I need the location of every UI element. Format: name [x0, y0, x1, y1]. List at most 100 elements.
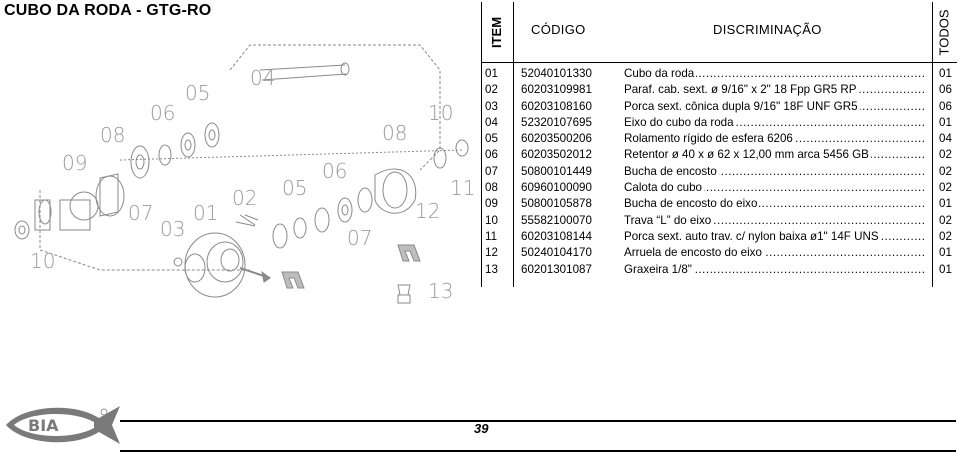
item-number: 11 — [485, 229, 498, 243]
item-number: 03 — [485, 99, 498, 113]
bia-logo: BIA — [6, 406, 120, 444]
diagram-label: 13 — [428, 279, 453, 303]
part-description: ........................................… — [624, 262, 928, 278]
part-code: 50240104170 — [521, 246, 592, 260]
part-quantity: 06 — [939, 83, 952, 97]
dot-leader: ........................................… — [624, 67, 926, 80]
part-code: 50800105878 — [521, 197, 592, 211]
part-quantity: 06 — [939, 99, 952, 113]
diagram-label: 07 — [347, 226, 372, 250]
header-divider — [481, 62, 957, 63]
part-quantity: 01 — [939, 262, 952, 276]
diagram-label: 08 — [100, 123, 125, 147]
part-quantity: 02 — [939, 148, 952, 162]
part-code: 60203502012 — [521, 148, 592, 162]
part-quantity: 02 — [939, 229, 952, 243]
diagram-label: 12 — [415, 199, 440, 223]
footer-rule-top — [120, 420, 956, 422]
part-description: ........................................… — [624, 82, 928, 98]
column-divider — [513, 2, 514, 287]
part-description: ........................................… — [624, 66, 928, 82]
part-quantity: 01 — [939, 67, 952, 80]
page-number: 39 — [474, 421, 489, 436]
part-description: ........................................… — [624, 131, 928, 147]
part-quantity: 02 — [939, 164, 952, 178]
diagram-label: 10 — [428, 101, 453, 125]
part-description: ........................................… — [624, 115, 928, 131]
table-row: 01 52040101330...........................… — [481, 66, 957, 82]
dot-leader: ........................................… — [624, 262, 926, 276]
parts-table: ITEM CÓDIGO DISCRIMINAÇÃO TODOS 01 520401… — [481, 2, 957, 287]
header-description: DISCRIMINAÇÃO — [713, 22, 822, 37]
part-description: ........................................… — [624, 180, 928, 196]
table-body: 01 52040101330...........................… — [481, 66, 957, 278]
diagram-label: 11 — [450, 176, 475, 200]
diagram-label: 05 — [185, 81, 210, 105]
part-description: ........................................… — [624, 164, 928, 180]
part-description: ........................................… — [624, 229, 928, 245]
diagram-label: 06 — [150, 101, 175, 125]
part-description: ........................................… — [624, 99, 928, 115]
part-quantity: 02 — [939, 181, 952, 195]
table-row: 06 60203502012...........................… — [481, 147, 957, 163]
item-number: 06 — [485, 148, 498, 162]
diagram-label: 08 — [382, 121, 407, 145]
header-code: CÓDIGO — [531, 22, 586, 37]
item-number: 01 — [485, 67, 498, 80]
item-number: 08 — [485, 181, 498, 195]
footer-rule-bottom — [120, 450, 956, 452]
diagram-label: 07 — [128, 201, 153, 225]
part-description: ........................................… — [624, 196, 928, 212]
table-row: 03 60203108160...........................… — [481, 99, 957, 115]
header-item: ITEM — [489, 16, 505, 48]
table-border-left — [481, 2, 482, 287]
part-code: 60203500206 — [521, 132, 592, 146]
part-code: 60203109981 — [521, 83, 592, 97]
table-row: 13 60201301087...........................… — [481, 262, 957, 278]
item-number: 09 — [485, 197, 498, 211]
part-quantity: 01 — [939, 246, 952, 260]
diagram-label: 04 — [250, 66, 275, 90]
diagram-label: 06 — [322, 159, 347, 183]
table-row: 07 50800101449...........................… — [481, 164, 957, 180]
part-code: 55582100070 — [521, 213, 592, 227]
part-quantity: 01 — [939, 197, 952, 211]
table-row: 05 60203500206...........................… — [481, 131, 957, 147]
table-row: 02 60203109981...........................… — [481, 82, 957, 98]
item-number: 05 — [485, 132, 498, 146]
table-row: 11 60203108144...........................… — [481, 229, 957, 245]
item-number: 13 — [485, 262, 498, 276]
part-code: 52320107695 — [521, 115, 592, 129]
item-number: 04 — [485, 115, 498, 129]
part-quantity: 02 — [939, 213, 952, 227]
part-code: 60201301087 — [521, 262, 592, 276]
part-quantity: 04 — [939, 132, 952, 146]
part-description: ........................................… — [624, 245, 928, 261]
table-row: 04 52320107695...........................… — [481, 115, 957, 131]
part-quantity: 01 — [939, 115, 952, 129]
diagram-label: 05 — [282, 176, 307, 200]
table-row: 09 50800105878...........................… — [481, 196, 957, 212]
diagram-label: 10 — [30, 249, 55, 273]
part-description: ........................................… — [624, 213, 928, 229]
item-number: 02 — [485, 83, 498, 97]
table-row: 12 50240104170...........................… — [481, 245, 957, 261]
table-row: 08 60960100090...........................… — [481, 180, 957, 196]
exploded-diagram: 04 05 06 08 09 10 07 03 01 02 05 06 08 0… — [14, 44, 475, 304]
part-code: 50800101449 — [521, 164, 592, 178]
diagram-label: 01 — [193, 201, 218, 225]
diagram-label: 03 — [160, 217, 185, 241]
part-code: 52040101330 — [521, 67, 592, 80]
header-qty: TODOS — [936, 9, 952, 55]
item-number: 12 — [485, 246, 498, 260]
page-title: CUBO DA RODA - GTG-RO — [4, 2, 212, 19]
item-number: 07 — [485, 164, 498, 178]
part-code: 60203108144 — [521, 229, 592, 243]
part-description: ........................................… — [624, 147, 928, 163]
logo-text: BIA — [28, 416, 59, 435]
part-code: 60960100090 — [521, 181, 592, 195]
column-divider — [932, 2, 933, 287]
part-code: 60203108160 — [521, 99, 592, 113]
diagram-label: 09 — [62, 151, 87, 175]
